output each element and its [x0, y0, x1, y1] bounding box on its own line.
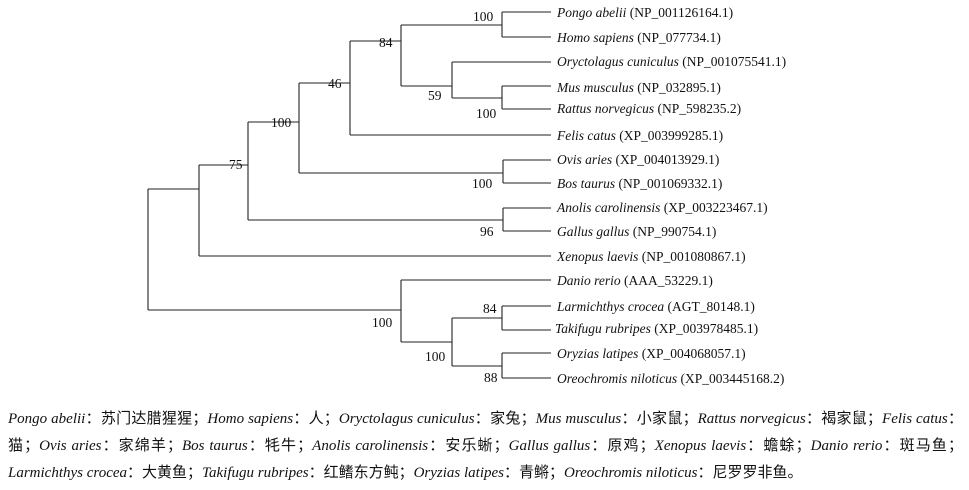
legend-common-name: ：苏门达腊猩猩； [85, 411, 208, 427]
taxon-label: Gallus gallus (NP_990754.1) [557, 224, 716, 239]
taxon-label: Takifugu rubripes (XP_003978485.1) [555, 321, 758, 336]
legend-common-name: ：人； [293, 411, 339, 427]
taxon-label: Oryzias latipes (XP_004068057.1) [557, 346, 746, 361]
legend-scientific-name: Bos taurus [182, 438, 248, 454]
legend-common-name: ：红鳍东方鲀； [308, 465, 414, 481]
legend-common-name: ：牦牛； [247, 438, 313, 454]
phylogenetic-tree: Pongo abelii (NP_001126164.1) Homo sapie… [147, 5, 786, 386]
taxon-label: Danio rerio (AAA_53229.1) [556, 273, 713, 288]
legend-scientific-name: Oryzias latipes [413, 465, 505, 481]
taxon-label: Pongo abelii (NP_001126164.1) [556, 5, 733, 20]
legend-common-name: ：原鸡； [590, 438, 655, 454]
legend-common-name: ：褐家鼠； [805, 411, 883, 427]
legend-scientific-name: Gallus gallus [508, 438, 591, 454]
bootstrap-value: 100 [473, 9, 494, 24]
bootstrap-value: 100 [425, 349, 446, 364]
legend-scientific-name: Rattus norvegicus [697, 411, 806, 427]
legend-common-name: ：斑马鱼； [882, 438, 963, 454]
taxon-label: Xenopus laevis (NP_001080867.1) [556, 249, 746, 264]
legend-common-name: ：大黄鱼； [127, 465, 203, 481]
legend-common-name: ：家兔； [474, 411, 536, 427]
figure-legend: Pongo abelii：苏门达腊猩猩；Homo sapiens：人；Oryct… [8, 406, 963, 487]
legend-scientific-name: Anolis carolinensis [312, 438, 429, 454]
legend-scientific-name: Homo sapiens [207, 411, 294, 427]
bootstrap-value: 88 [484, 370, 498, 385]
legend-scientific-name: Takifugu rubripes [202, 465, 309, 481]
bootstrap-value: 59 [428, 88, 442, 103]
legend-scientific-name: Ovis aries [39, 438, 102, 454]
taxon-label: Ovis aries (XP_004013929.1) [557, 152, 719, 167]
bootstrap-value: 75 [229, 157, 243, 172]
taxon-label: Oreochromis niloticus (XP_003445168.2) [557, 371, 784, 386]
taxon-label: Rattus norvegicus (NP_598235.2) [556, 101, 741, 116]
legend-scientific-name: Oreochromis niloticus [564, 465, 698, 481]
tree-branches [147, 11, 551, 379]
legend-scientific-name: Felis catus [882, 411, 948, 427]
taxon-label: Oryctolagus cuniculus (NP_001075541.1) [557, 54, 786, 69]
legend-end: 。 [787, 465, 803, 481]
legend-scientific-name: Oryctolagus cuniculus [338, 411, 475, 427]
taxon-label: Anolis carolinensis (XP_003223467.1) [556, 200, 768, 215]
bootstrap-value: 100 [372, 315, 393, 330]
legend-common-name: ：安乐蜥； [428, 438, 509, 454]
bootstrap-value: 84 [379, 35, 393, 50]
bootstrap-value: 100 [476, 106, 497, 121]
bootstrap-value: 46 [328, 76, 342, 91]
taxon-label: Mus musculus (NP_032895.1) [556, 80, 721, 95]
legend-scientific-name: Xenopus laevis [654, 438, 747, 454]
legend-common-name: ：小家鼠； [621, 411, 698, 427]
legend-common-name: ：蟾蜍； [746, 438, 811, 454]
legend-common-name: ：尼罗罗非鱼 [697, 465, 788, 481]
bootstrap-value: 84 [483, 301, 497, 316]
bootstrap-value: 100 [271, 115, 292, 130]
legend-scientific-name: Larmichthys crocea [8, 465, 128, 481]
legend-common-name: ：青鳉； [504, 465, 565, 481]
taxon-label: Felis catus (XP_003999285.1) [556, 128, 723, 143]
legend-scientific-name: Danio rerio [810, 438, 883, 454]
bootstrap-value: 100 [472, 176, 493, 191]
taxon-label: Homo sapiens (NP_077734.1) [556, 30, 721, 45]
taxon-label: Bos taurus (NP_001069332.1) [557, 176, 722, 191]
legend-scientific-name: Pongo abelii [8, 411, 86, 427]
bootstrap-value: 96 [480, 224, 494, 239]
taxon-label: Larmichthys crocea (AGT_80148.1) [556, 299, 755, 314]
legend-scientific-name: Mus musculus [535, 411, 622, 427]
tree-labels: Pongo abelii (NP_001126164.1) Homo sapie… [229, 5, 786, 386]
legend-common-name: ：猫； [8, 411, 963, 454]
legend-common-name: ：家绵羊； [101, 438, 183, 454]
